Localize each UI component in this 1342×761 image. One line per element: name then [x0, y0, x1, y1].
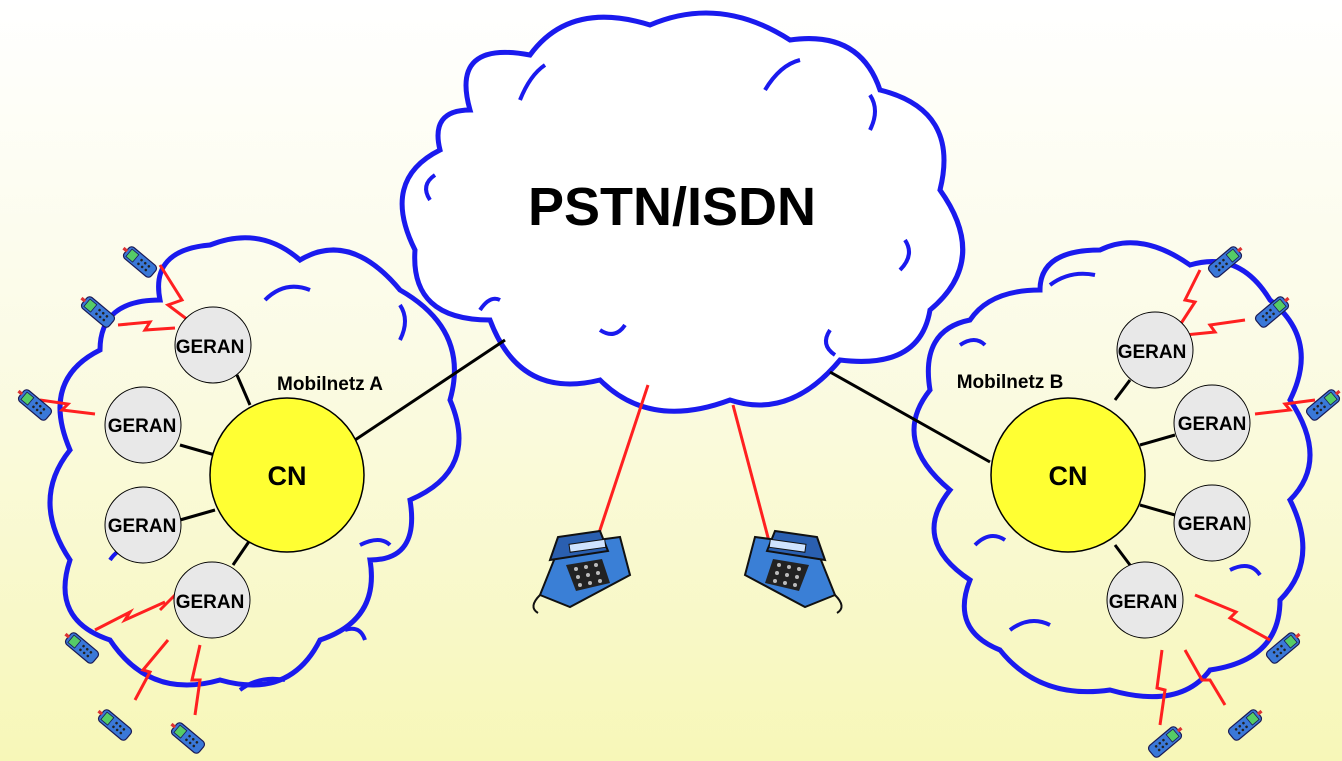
mobile-phone-icon [166, 718, 207, 756]
network-a-label: Mobilnetz A [277, 374, 383, 395]
link-cn-a-pstn [354, 338, 506, 442]
geran-label: GERAN [1178, 514, 1247, 535]
link-cn-b-pstn [829, 370, 991, 464]
network-a-ran-links [179, 374, 252, 566]
mobile-phone-icon [76, 292, 117, 330]
mobile-phone-icon [1226, 705, 1267, 743]
geran-label: GERAN [108, 416, 177, 437]
network-b-core: CN [990, 397, 1146, 553]
link-deskphone-right [731, 404, 772, 546]
network-a-core-label: CN [268, 461, 307, 491]
geran-label: GERAN [176, 337, 245, 358]
network-a-geran-1: GERAN [174, 306, 252, 384]
mobile-phone-icon [93, 705, 134, 743]
network-a-radio-links [39, 264, 202, 716]
network-b-geran-3: GERAN [1173, 484, 1251, 562]
mobile-phone-icon [13, 385, 54, 423]
network-b-core-label: CN [1049, 461, 1088, 491]
network-b-label: Mobilnetz B [957, 372, 1064, 393]
network-a-geran-4: GERAN [173, 561, 251, 639]
network-b-geran-1: GERAN [1116, 311, 1194, 389]
network-b-radio-links [1155, 269, 1316, 726]
network-a-core: CN [209, 397, 365, 553]
network-b-geran-4: GERAN [1106, 561, 1184, 639]
geran-label: GERAN [1109, 592, 1178, 613]
network-b-ran-links [1113, 379, 1176, 566]
network-a-geran-3: GERAN [104, 486, 182, 564]
geran-label: GERAN [176, 592, 245, 613]
desk-phone-icon [532, 530, 631, 614]
pstn-cloud: PSTN/ISDN [399, 10, 966, 414]
geran-label: GERAN [1178, 414, 1247, 435]
mobile-phone-icon [1146, 722, 1187, 760]
geran-label: GERAN [1118, 342, 1187, 363]
mobile-phone-icon [1253, 292, 1294, 330]
pstn-label: PSTN/ISDN [528, 177, 816, 237]
network-a-geran-2: GERAN [104, 386, 182, 464]
link-deskphone-left [593, 384, 650, 546]
network-b-geran-2: GERAN [1173, 384, 1251, 462]
geran-label: GERAN [108, 516, 177, 537]
mobile-phone-icon [1304, 385, 1342, 423]
desk-phone-icon [744, 530, 843, 614]
mobile-phone-icon [118, 242, 159, 280]
